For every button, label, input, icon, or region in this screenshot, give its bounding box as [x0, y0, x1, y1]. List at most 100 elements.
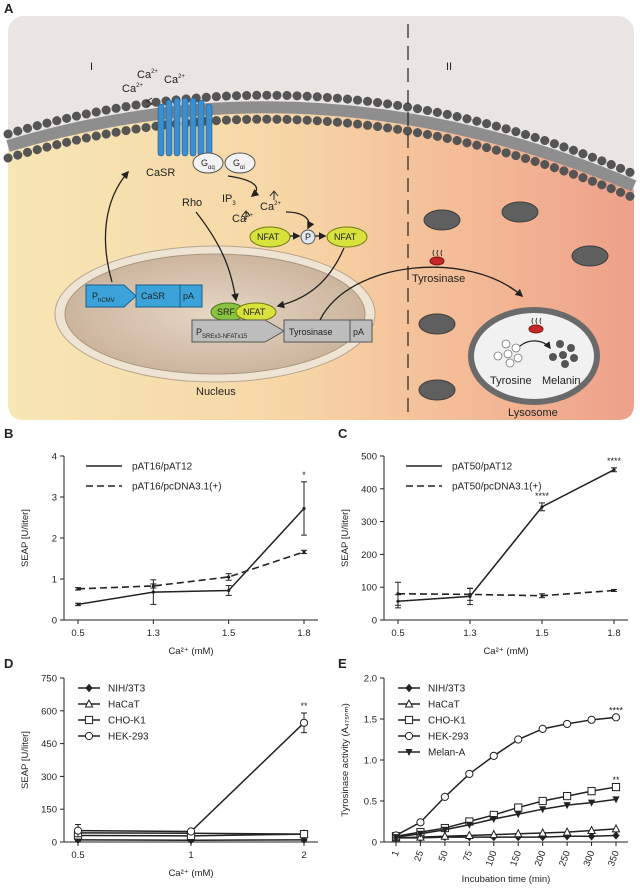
- nucleus-label: Nucleus: [196, 386, 236, 398]
- y-tick-label: 1.5: [364, 715, 377, 726]
- legend-label: HaCaT: [428, 700, 460, 711]
- panel-label-e: E: [338, 656, 347, 671]
- data-point: [587, 825, 596, 835]
- y-tick-label: 750: [41, 674, 57, 685]
- y-tick-label: 500: [361, 452, 377, 463]
- x-tick-label: 1.5: [222, 628, 235, 639]
- data-point: [465, 821, 473, 829]
- vesicles: [418, 201, 609, 401]
- membrane-outer-heads: [3, 90, 639, 179]
- legend-label: HEK-293: [108, 732, 149, 743]
- data-point: [465, 769, 474, 779]
- x-tick-label: 0.5: [71, 628, 84, 639]
- legend-marker: [404, 715, 414, 725]
- tyrosinase-enzyme-label: Tyrosinase: [412, 273, 465, 285]
- legend-label: Melan-A: [428, 748, 466, 759]
- data-point: [514, 811, 522, 819]
- data-point: [396, 592, 400, 596]
- x-tick-label: 0.5: [391, 628, 404, 639]
- legend-marker: [405, 749, 413, 756]
- phosphate-label: P: [305, 232, 311, 242]
- y-tick-label: 400: [361, 484, 377, 495]
- data-point: [76, 587, 80, 591]
- y-tick-label: 100: [361, 583, 377, 594]
- legend-label: CHO-K1: [108, 716, 146, 727]
- x-tick-label: 0.5: [71, 850, 84, 861]
- data-point: [489, 829, 499, 839]
- nfat-label-1: NFAT: [257, 232, 280, 242]
- x-tick-label: 1.8: [607, 628, 620, 639]
- g-alpha-i: [224, 152, 256, 174]
- y-tick-label: 0: [52, 616, 57, 627]
- polya-1: [179, 284, 203, 308]
- data-point: [416, 830, 425, 838]
- legend-label: pAT50/pAT12: [452, 462, 513, 473]
- promoter-srex3-nfatx15: [191, 319, 285, 343]
- ca-ion-left: Ca2+: [122, 83, 143, 95]
- x-axis-label: Ca²⁺ (mM): [168, 646, 213, 657]
- nfat-phosphorylated: [249, 226, 291, 248]
- series-line: [77, 551, 305, 590]
- data-point: [587, 832, 596, 841]
- legend-marker: [404, 731, 414, 741]
- region-ii-label: II: [446, 61, 452, 73]
- y-axis-label: SEAP [U/liter]: [340, 509, 351, 567]
- polya-2: [349, 319, 373, 343]
- tyrosinase-gene-label: Tyrosinase: [289, 327, 333, 337]
- series-line: [395, 786, 617, 837]
- g-alpha-i-label: Gαi: [233, 158, 245, 171]
- y-tick-label: 600: [41, 706, 57, 717]
- data-point: [611, 713, 621, 722]
- data-point: [392, 834, 400, 842]
- y-tick-label: 0.5: [364, 797, 377, 808]
- data-point: [76, 602, 80, 607]
- membrane-inner-heads: [3, 114, 639, 203]
- x-tick-label: 200: [533, 849, 549, 868]
- significance-marker: ****: [609, 705, 624, 715]
- y-axis-label: SEAP [U/liter]: [20, 731, 31, 789]
- data-point: [151, 590, 155, 594]
- legend-marker: [84, 731, 94, 741]
- data-point: [299, 718, 309, 727]
- y-tick-label: 150: [41, 805, 57, 816]
- legend-label: HEK-293: [428, 732, 469, 743]
- series-line: [77, 507, 305, 606]
- data-point: [587, 715, 596, 724]
- data-point: [227, 588, 231, 593]
- data-point: [587, 787, 596, 796]
- y-tick-label: 4: [52, 452, 57, 463]
- tyrosine-label: Tyrosine: [490, 375, 532, 387]
- data-point: [302, 506, 306, 511]
- data-point: [611, 782, 621, 792]
- data-point: [187, 836, 195, 845]
- y-tick-label: 300: [361, 517, 377, 528]
- x-tick-label: 100: [484, 849, 500, 868]
- casr-label: CaSR: [146, 167, 175, 179]
- x-tick-label: 300: [582, 849, 598, 868]
- data-point: [300, 835, 308, 845]
- data-point: [612, 588, 616, 593]
- tyrosinase-in-lysosome: [528, 317, 544, 334]
- data-point: [468, 592, 472, 597]
- data-point: [587, 799, 596, 807]
- conversion-arrow: [519, 340, 551, 350]
- data-point: [540, 505, 544, 509]
- data-point: [612, 796, 620, 804]
- x-tick-label: 350: [606, 849, 622, 868]
- series-line: [396, 834, 617, 839]
- x-tick-label: 1.8: [297, 628, 310, 639]
- y-tick-label: 0: [372, 838, 377, 849]
- data-point: [540, 594, 544, 598]
- data-point: [227, 575, 231, 579]
- g-alpha-q: [192, 152, 224, 174]
- significance-marker: **: [300, 701, 308, 711]
- x-tick-label: 1.5: [535, 628, 548, 639]
- promoter-hcmv-label: PhCMV: [92, 291, 115, 304]
- x-tick-label: 2: [301, 850, 306, 861]
- melanin-molecules: [549, 340, 578, 368]
- nfat-label-3: NFAT: [243, 307, 266, 317]
- data-point: [562, 827, 572, 836]
- data-point: [440, 792, 449, 802]
- data-point: [440, 831, 450, 840]
